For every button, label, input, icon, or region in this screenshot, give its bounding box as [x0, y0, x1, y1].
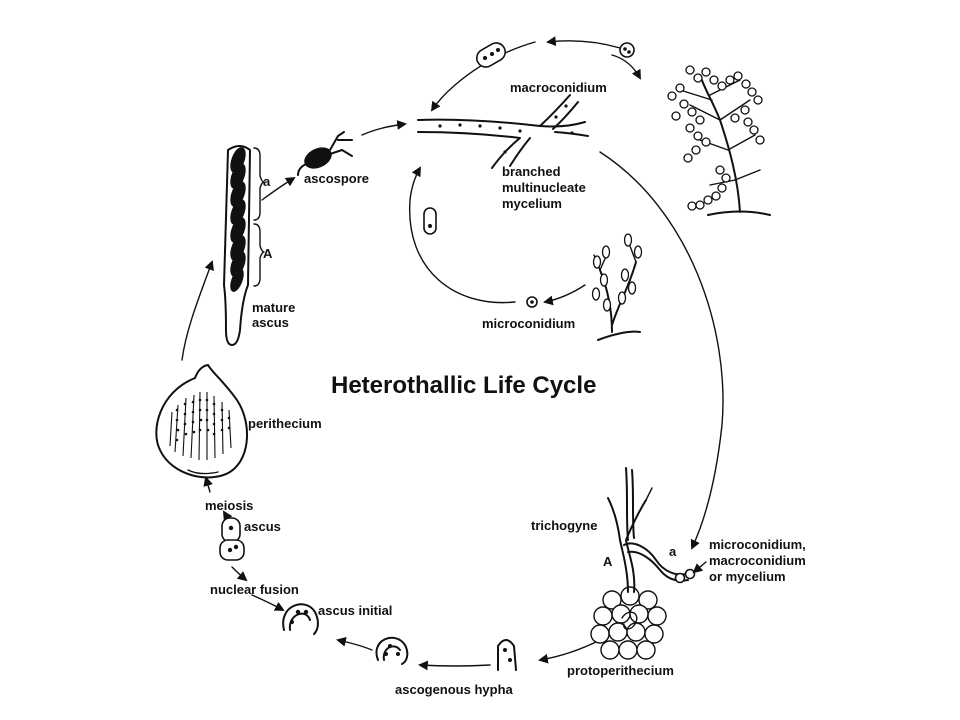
label-ascus-line: ascus — [252, 315, 289, 330]
label-trichogyne-A: A — [603, 554, 613, 569]
trichogyne — [607, 467, 696, 593]
label-ascogenous-hypha: ascogenous hypha — [395, 682, 514, 697]
protoperithecium-body — [590, 586, 667, 660]
label-nuclear-fusion: nuclear fusion — [210, 582, 299, 597]
label-ascus-initial: ascus initial — [318, 603, 392, 618]
microconidiophore — [591, 233, 643, 341]
conidiophore-tree — [667, 65, 771, 216]
label-ascus: ascus — [244, 519, 281, 534]
label-mycelium-3: mycelium — [502, 196, 562, 211]
ascus-initial-hook — [282, 603, 319, 635]
arc-protoperithecium-to-ascogenous — [538, 639, 601, 664]
arc-perithecium-arrow — [203, 476, 213, 493]
label-fertilizer-2: macroconidium — [709, 553, 806, 568]
label-ascospore: ascospore — [304, 171, 369, 186]
label-macroconidium: macroconidium — [510, 80, 607, 95]
macroconidium-spore-right — [619, 42, 635, 58]
label-microconidium-inner: microconidium — [482, 316, 575, 331]
arc-nuclearfusion-to-initial — [251, 594, 285, 611]
coiled-hypha — [375, 636, 409, 665]
arc-conidia-to-top — [546, 36, 621, 49]
microconidium-germling — [423, 207, 437, 235]
arc-ascus-to-ascospore — [261, 176, 296, 201]
bracket-A — [253, 223, 265, 287]
microconidium-spore — [526, 296, 538, 308]
young-ascus — [219, 517, 245, 561]
bracket-a — [253, 147, 265, 221]
arc-ascospore-to-mycelium — [361, 120, 407, 136]
label-meiosis: meiosis — [205, 498, 253, 513]
arc-micro-from-branch — [543, 284, 586, 306]
label-perithecium: perithecium — [248, 416, 322, 431]
label-trichogyne-a: a — [669, 544, 677, 559]
arc-conidia-top — [430, 41, 536, 112]
arc-micro-loop — [409, 166, 516, 304]
arc-ascus-to-fusion — [231, 566, 248, 582]
arc-conidia-right — [611, 54, 641, 80]
branched-mycelium — [417, 94, 589, 169]
label-mating-A: A — [263, 246, 273, 261]
arc-perithecium-to-ascus — [181, 260, 214, 361]
label-protoperithecium: protoperithecium — [567, 663, 674, 678]
label-fertilizer-1: microconidium, — [709, 537, 806, 552]
label-mature: mature — [252, 300, 295, 315]
macroconidium-spore-left — [476, 42, 506, 68]
ascospore-germinating — [297, 131, 353, 176]
perithecium-body — [155, 364, 248, 479]
mature-ascus — [223, 145, 265, 346]
ascogenous-hypha-cell — [497, 639, 517, 671]
label-mating-a: a — [263, 174, 271, 189]
label-mycelium-2: multinucleate — [502, 180, 586, 195]
arc-mycelium-to-protoperithecium — [599, 151, 724, 550]
label-trichogyne: trichogyne — [531, 518, 597, 533]
diagram-title: Heterothallic Life Cycle — [331, 372, 596, 399]
arc-ascogenous-to-coiled — [418, 660, 491, 671]
arc-fertilizer-arrow — [692, 561, 707, 574]
label-fertilizer-3: or mycelium — [709, 569, 786, 584]
arc-coiled-to-initial — [336, 636, 373, 651]
label-mycelium-1: branched — [502, 164, 561, 179]
